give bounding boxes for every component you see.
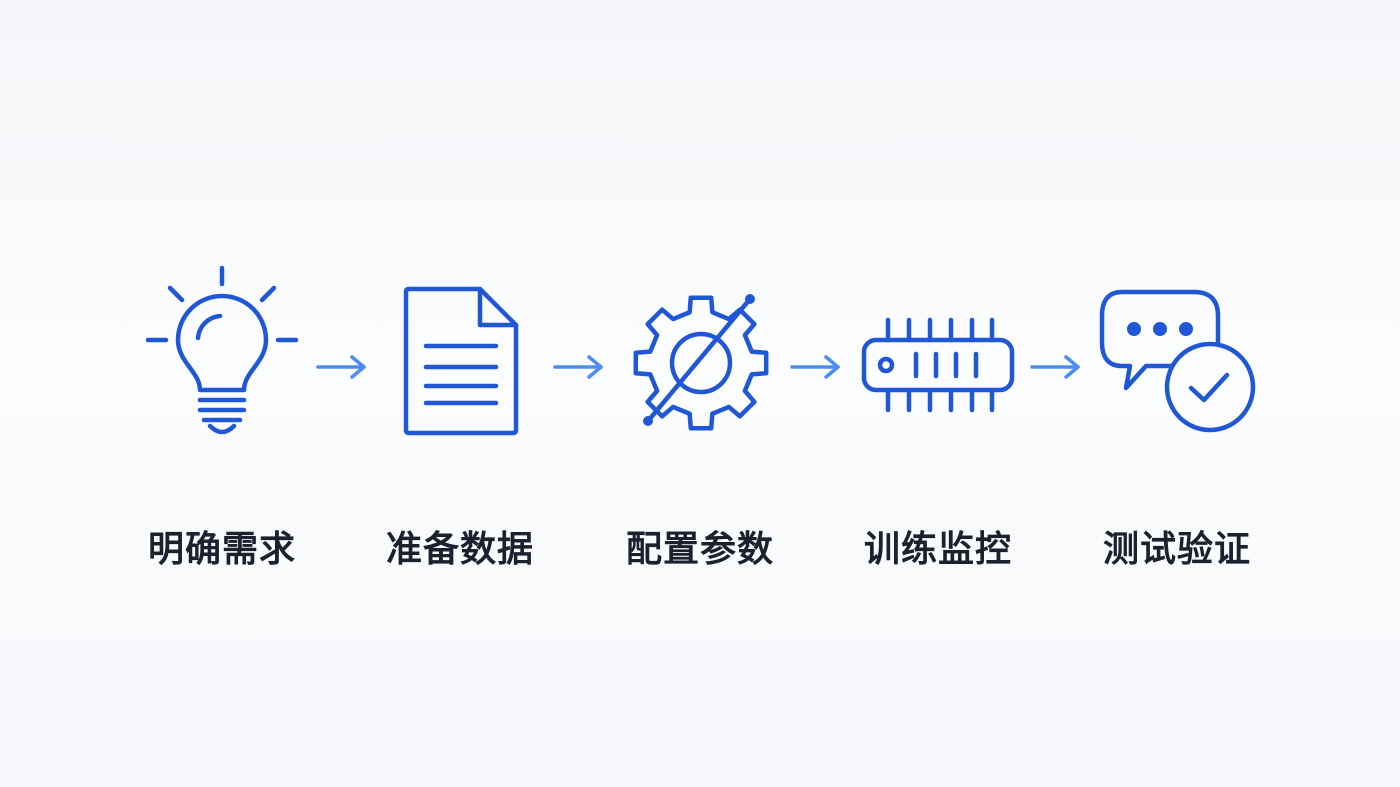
chat-check-icon [1099,289,1256,433]
step-label-3: 配置参数 [625,529,774,570]
lightbulb-icon [145,265,299,435]
flow-arrow-3 [790,355,840,379]
step-label-1: 明确需求 [147,529,296,570]
flow-arrow-2 [553,355,603,379]
flow-arrow-1 [316,355,366,379]
chip-icon [861,317,1015,413]
step-label-5: 测试验证 [1102,529,1251,570]
flow-arrow-4 [1030,355,1080,379]
document-icon [403,286,519,436]
gear-slash-icon [633,294,769,431]
step-label-2: 准备数据 [385,529,534,570]
step-label-4: 训练监控 [863,529,1012,570]
